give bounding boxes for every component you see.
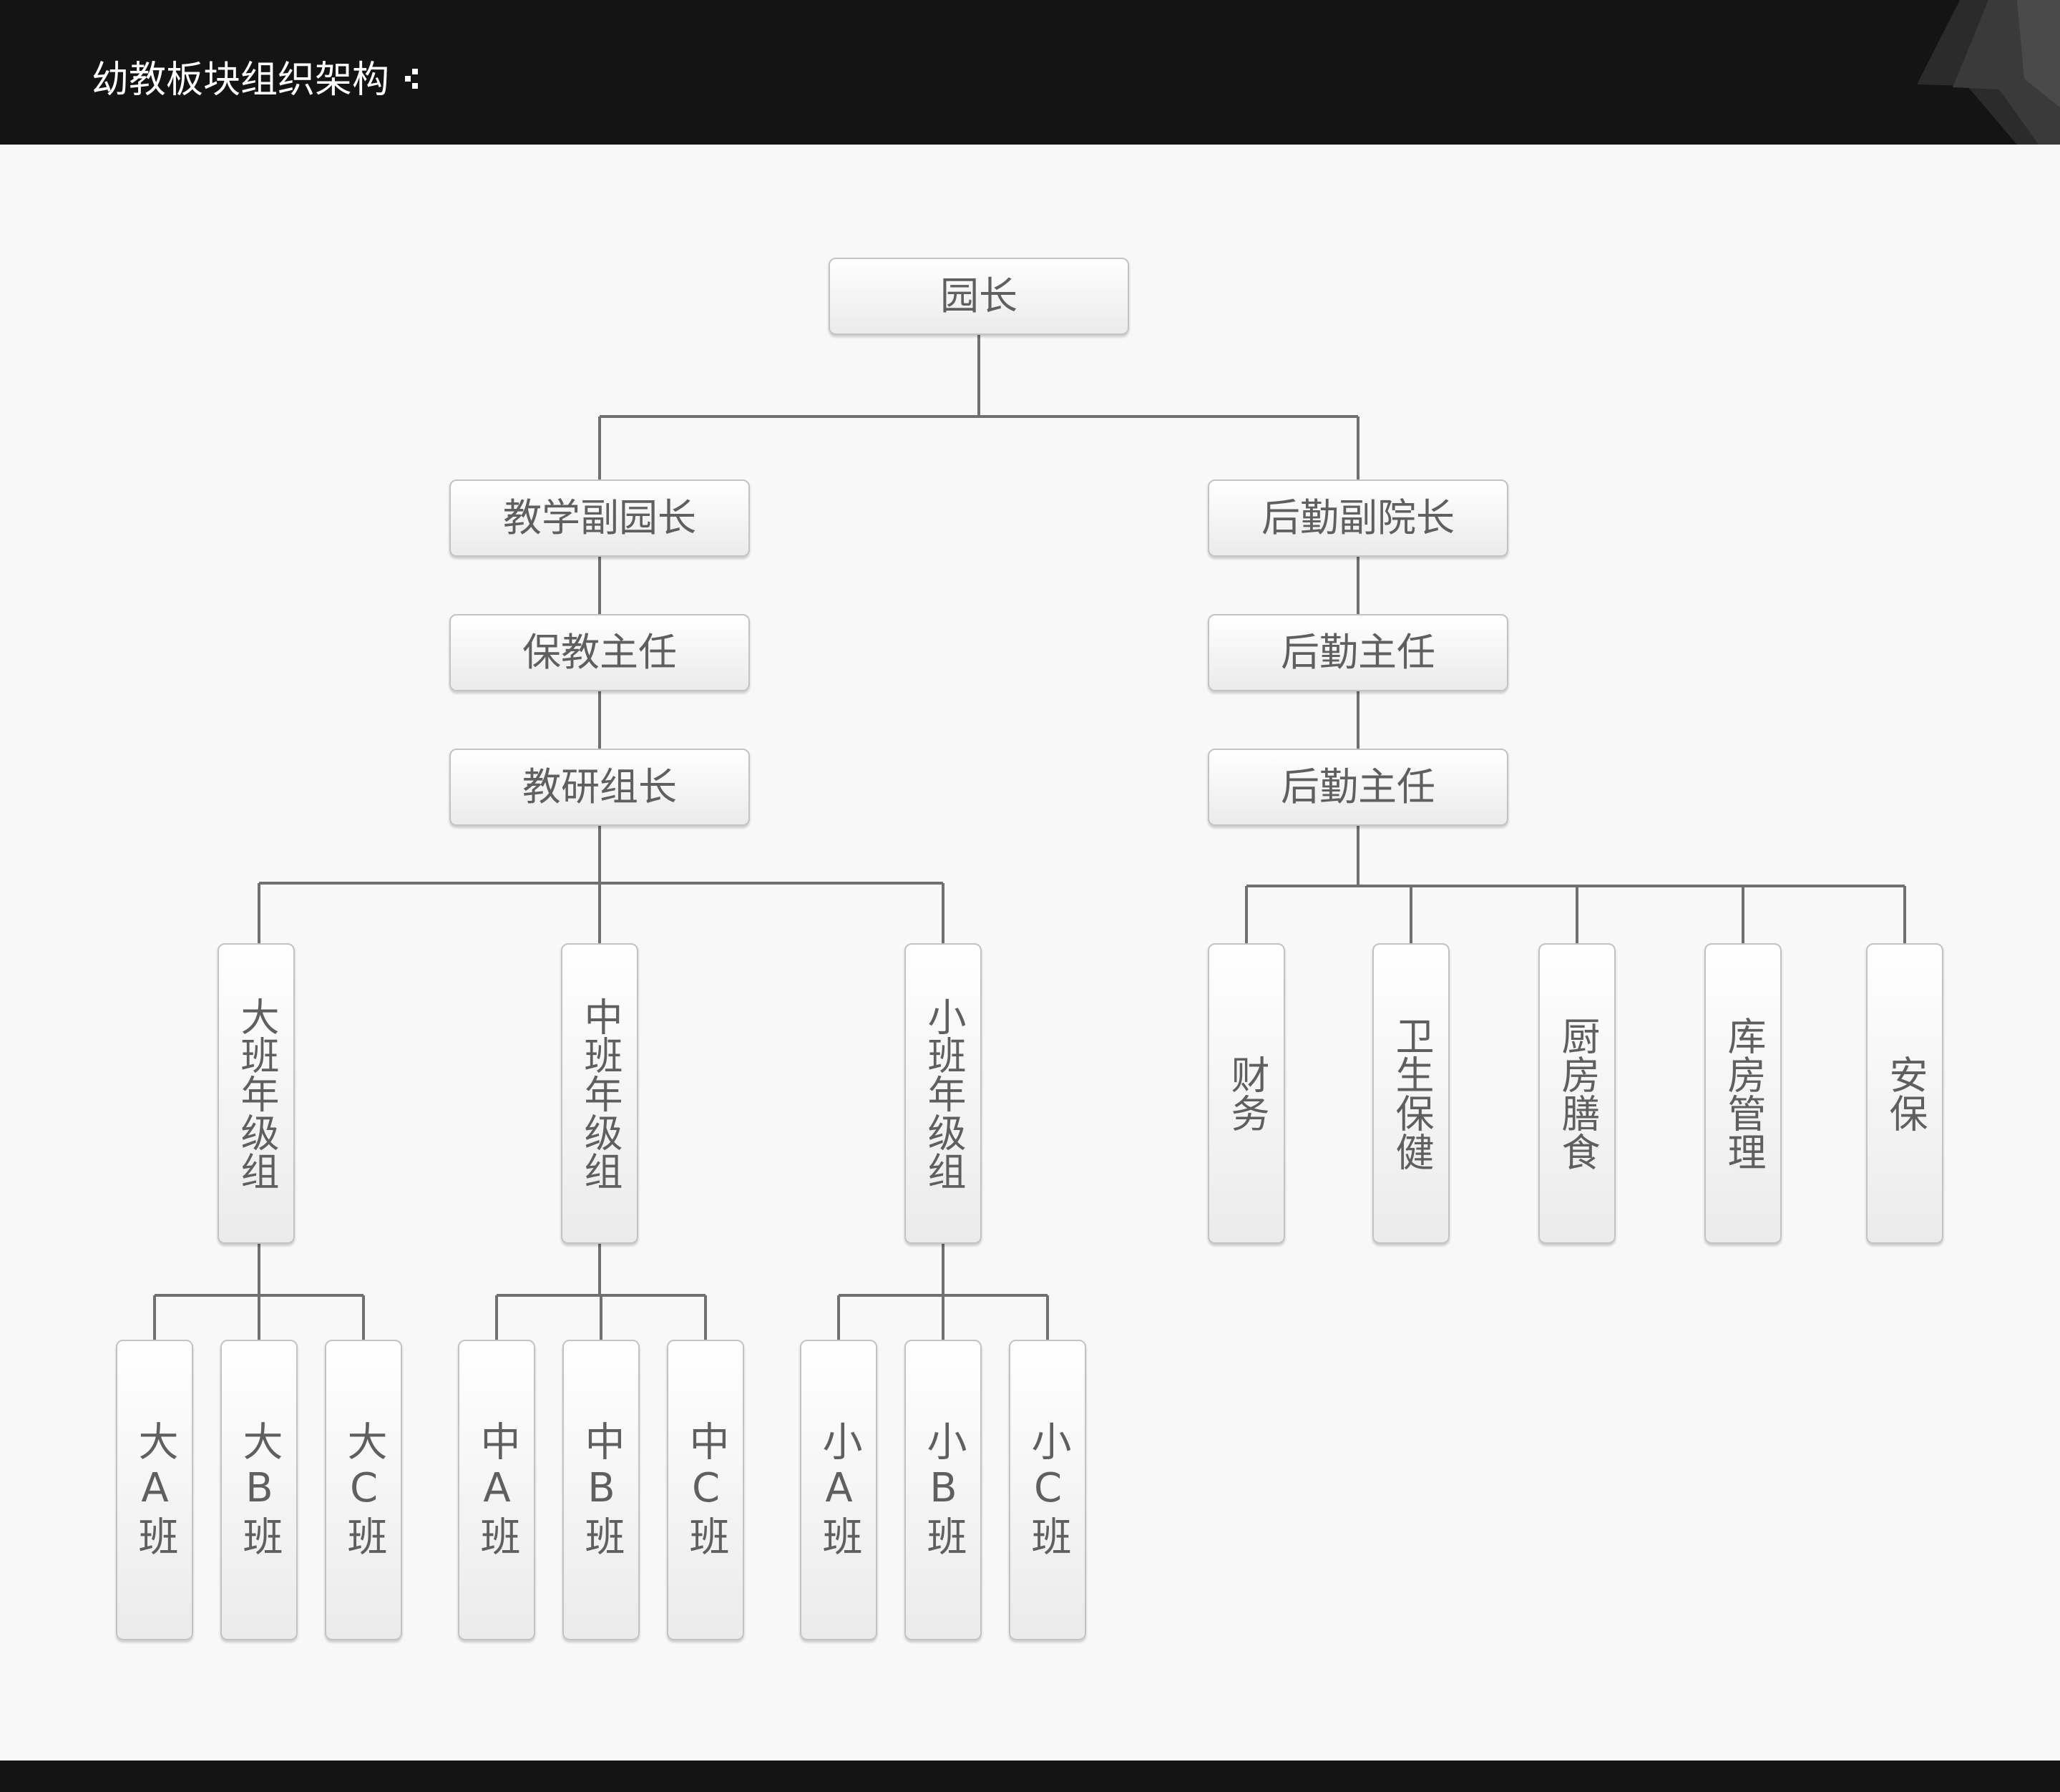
- node-grade-group: 大班年级组: [218, 943, 295, 1244]
- node-class: 小B班: [904, 1340, 982, 1640]
- node-class: 小A班: [800, 1340, 877, 1640]
- node-class: 中C班: [667, 1340, 744, 1640]
- node-principal: 园长: [829, 258, 1129, 335]
- node-logistics-director: 后勤主任: [1208, 614, 1508, 691]
- node-logistics-director-2: 后勤主任: [1208, 749, 1508, 826]
- node-dept-health: 卫生保健: [1372, 943, 1450, 1244]
- node-class: 大B班: [220, 1340, 298, 1640]
- node-logistics-vice-principal: 后勤副院长: [1208, 479, 1508, 557]
- footer-bar: [0, 1761, 2060, 1792]
- node-grade-group: 小班年级组: [904, 943, 982, 1244]
- corner-decoration-icon: [1917, 0, 2060, 145]
- node-grade-group: 中班年级组: [561, 943, 638, 1244]
- node-research-lead: 教研组长: [449, 749, 750, 826]
- node-dept-finance: 财务: [1208, 943, 1285, 1244]
- node-class: 小C班: [1009, 1340, 1086, 1640]
- title-mark-icon: [405, 69, 418, 89]
- node-class: 中B班: [562, 1340, 640, 1640]
- node-dept-storage: 库房管理: [1704, 943, 1782, 1244]
- node-dept-security: 安保: [1866, 943, 1943, 1244]
- node-class: 大C班: [325, 1340, 402, 1640]
- header-bar: 幼教板块组织架构: [0, 0, 2060, 145]
- node-teaching-vice-principal: 教学副园长: [449, 479, 750, 557]
- node-care-director: 保教主任: [449, 614, 750, 691]
- node-dept-kitchen: 厨房膳食: [1538, 943, 1616, 1244]
- node-class: 大A班: [116, 1340, 193, 1640]
- node-class: 中A班: [458, 1340, 535, 1640]
- page-title: 幼教板块组织架构: [92, 59, 390, 102]
